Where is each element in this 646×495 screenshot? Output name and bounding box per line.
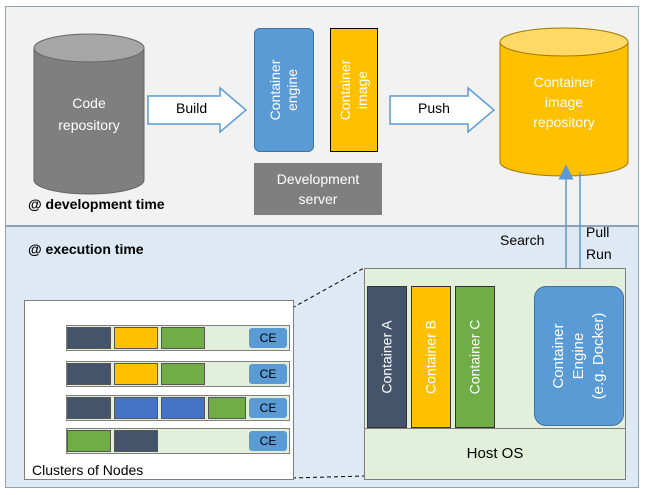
container-image-label: Container image [337, 60, 371, 121]
dev-server-line2: server [298, 191, 338, 207]
node-slot-dark [67, 327, 111, 349]
ce-badge: CE [249, 364, 287, 384]
node-slot-dark [67, 363, 111, 385]
code-repository-label: Code repository [34, 92, 144, 136]
node-slot-green [208, 397, 246, 419]
container-engine-line2: engine [284, 68, 300, 112]
container-engine-box: Container engine [254, 28, 314, 152]
engine-line3: (e.g. Docker) [590, 312, 607, 400]
container-engine-label: Container engine [267, 60, 301, 121]
code-repository-cylinder [33, 33, 145, 195]
ce-badge: CE [249, 431, 287, 451]
search-label: Search [500, 232, 545, 248]
code-repository-line1: Code [72, 95, 106, 111]
node-slot-blue [161, 397, 205, 419]
container-engine-docker-box: Container Engine (e.g. Docker) [534, 286, 624, 426]
engine-line1: Container [550, 323, 567, 389]
engine-line2: Engine [570, 332, 587, 380]
node-slot-dark [67, 397, 111, 419]
node-slot-yellow [114, 327, 158, 349]
dev-server-line1: Development [276, 171, 360, 187]
node-row: CE [66, 361, 290, 387]
development-server-label: Development server [254, 169, 382, 209]
clusters-of-nodes-label: Clusters of Nodes [32, 462, 144, 478]
image-repo-line1: Container [533, 74, 595, 90]
node-slot-green [161, 363, 205, 385]
host-os-label: Host OS [466, 445, 524, 462]
node-row: CE [66, 395, 290, 421]
ce-badge: CE [249, 398, 287, 418]
container-a-box: Container A [367, 286, 407, 428]
code-repository-line2: repository [58, 117, 120, 133]
node-row: CE [66, 428, 290, 454]
container-c-box: Container C [455, 286, 495, 428]
node-slot-blue [114, 397, 158, 419]
image-repo-line3: repository [533, 114, 595, 130]
container-image-line1: Container [337, 59, 353, 121]
container-b-box: Container B [411, 286, 451, 428]
development-time-label: @ development time [28, 196, 165, 212]
push-arrow [389, 86, 496, 134]
run-label: Run [586, 246, 612, 262]
node-slot-green [161, 327, 205, 349]
node-slot-yellow [114, 363, 158, 385]
host-os-area: Host OS [364, 428, 626, 480]
ce-badge: CE [249, 328, 287, 348]
pull-label: Pull [586, 224, 610, 240]
container-image-repository-label: Container image repository [500, 72, 628, 132]
build-arrow [147, 86, 248, 134]
node-slot-dark [114, 430, 158, 452]
container-image-box: Container image [330, 28, 378, 152]
image-repo-line2: image [544, 94, 584, 110]
execution-time-label: @ execution time [28, 241, 144, 257]
build-label: Build [176, 100, 208, 116]
container-engine-line1: Container [267, 59, 283, 121]
development-server-box: Development server [254, 163, 382, 215]
zoom-line-bottom [291, 475, 365, 479]
container-a-label: Container A [378, 320, 395, 394]
container-image-line2: image [354, 70, 370, 110]
push-label: Push [418, 100, 450, 116]
container-c-label: Container C [466, 319, 483, 395]
zoom-line-top [291, 267, 365, 309]
container-b-label: Container B [422, 320, 439, 394]
container-engine-docker-label: Container Engine (e.g. Docker) [549, 313, 609, 400]
node-row: CE [66, 325, 290, 351]
node-slot-green [67, 430, 111, 452]
